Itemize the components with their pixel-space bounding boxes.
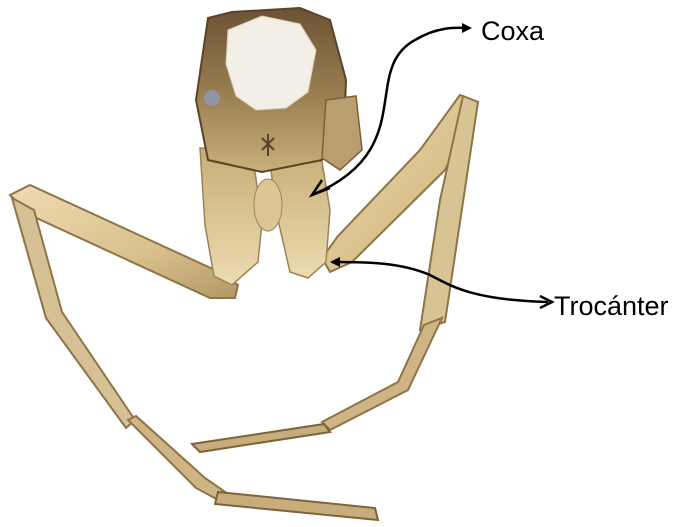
label-coxa: Coxa (481, 18, 544, 45)
right-tarsus (322, 318, 442, 430)
right-tarsus-end (192, 424, 330, 452)
blue-spot (204, 90, 220, 106)
thorax-side (322, 96, 362, 170)
left-tarsus-end (215, 492, 378, 520)
white-membrane (226, 16, 316, 110)
insect-specimen (10, 8, 478, 520)
coxa-mid-lobe (254, 179, 282, 231)
label-trocanter: Trocánter (554, 293, 669, 320)
left-tarsus (128, 416, 228, 502)
